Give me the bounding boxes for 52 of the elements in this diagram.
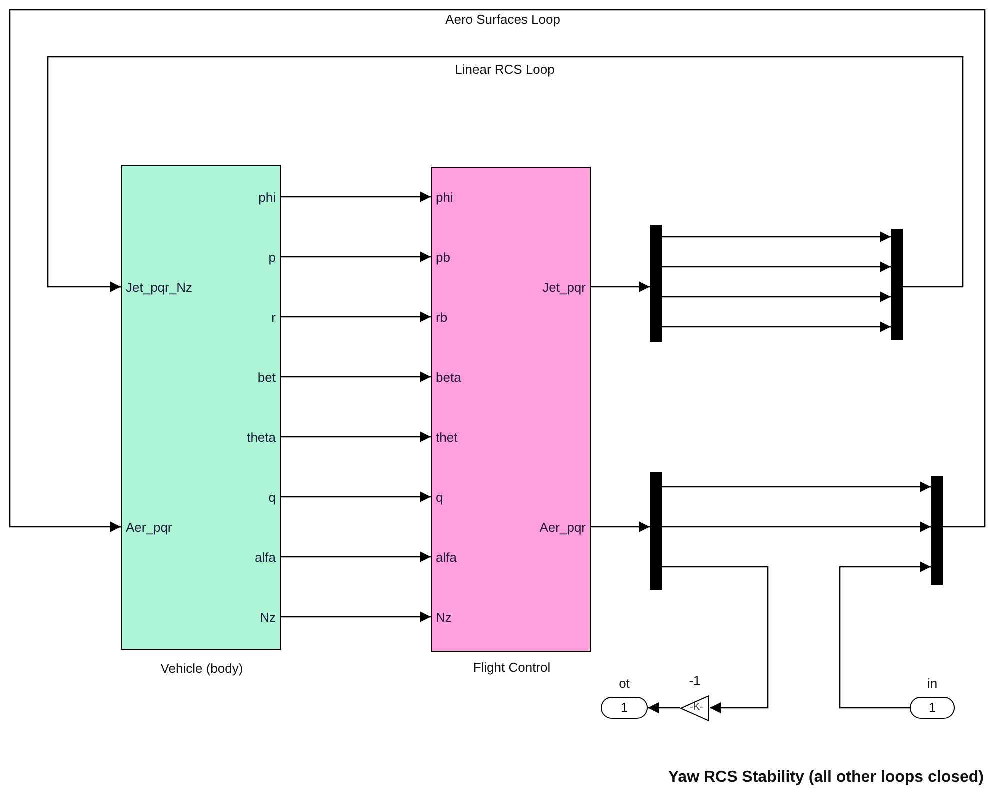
signal-line [281,312,431,322]
signal-line [662,522,931,532]
signal-line [281,252,431,262]
signal-line [662,322,891,332]
port-label: theta [247,430,276,446]
signal-line [662,232,891,242]
mux-bar [650,472,662,590]
port-label: Jet_pqr_Nz [126,280,192,296]
signal-line [662,566,769,714]
signal-line [662,482,931,492]
mux-bar [931,476,943,585]
gain-value: -K- [690,702,704,714]
signal-line [281,372,431,382]
signal-line [591,282,650,292]
port-label: Aer_pqr [540,520,586,536]
signal-line [662,292,891,302]
port-label: Aer_pqr [126,520,172,536]
signal-line [839,562,931,709]
signal-line [281,192,431,202]
block-label: -1 [689,673,701,689]
port-label: r [272,310,276,326]
signal-line [281,432,431,442]
port-label: Nz [436,610,452,626]
signal-line [281,612,431,622]
port-label: Nz [260,610,276,626]
port-label: Jet_pqr [542,280,586,296]
block-label: ot [619,676,630,692]
signal-line [9,9,986,532]
signal-line [281,492,431,502]
signal-line [281,552,431,562]
port-label: alfa [436,550,457,566]
signal-line [591,522,650,532]
mux-bar [650,225,662,342]
port-label: rb [436,310,448,326]
port-label: pb [436,250,450,266]
block-caption: Flight Control [473,660,551,676]
port-label: q [268,490,276,506]
port-label: alfa [255,550,276,566]
port-label: p [268,250,276,266]
port-label: bet [258,370,276,386]
diagram-caption: Yaw RCS Stability (all other loops closed) [668,768,984,788]
signal-line [47,56,964,292]
port-label: phi [436,190,454,206]
port-label: thet [436,430,458,446]
port-label: beta [436,370,462,386]
signal-line [648,702,680,714]
block-label: in [927,676,938,692]
block-caption: Vehicle (body) [160,661,244,677]
mux-bar [891,229,903,340]
port-label: q [436,490,444,506]
signal-line [662,262,891,272]
port-label: phi [258,190,276,206]
